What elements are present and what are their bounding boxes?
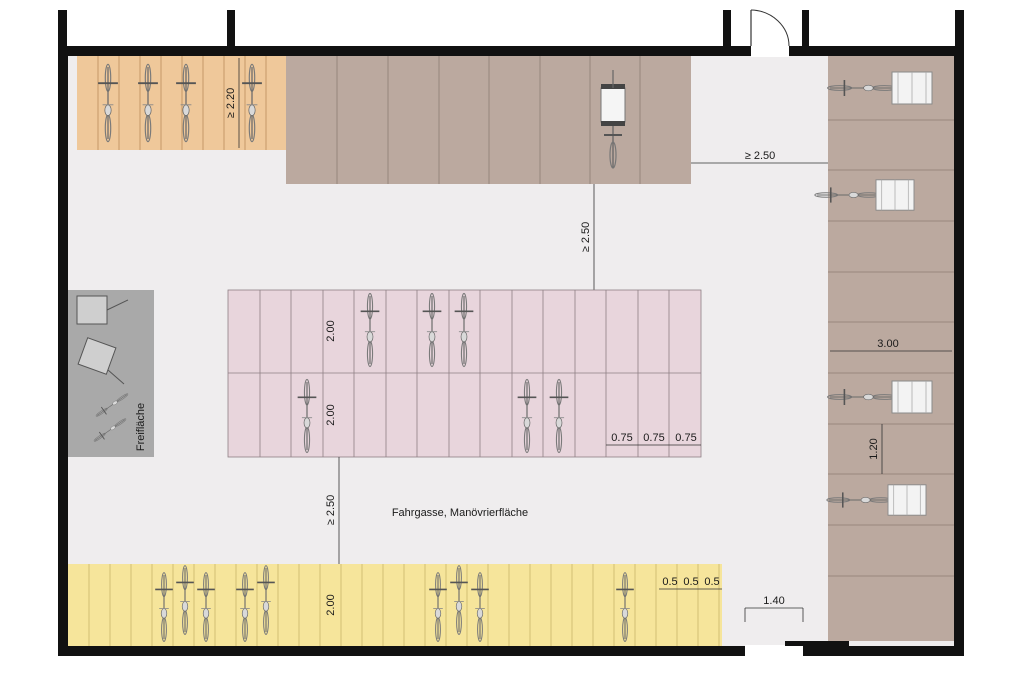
dim-top-left-depth: ≥ 2.20 [225,88,237,119]
wall-stub [227,10,235,50]
door-swing-icon [750,9,790,47]
dim-bottom-slot: 0.5 [662,576,677,588]
aisle-label: Fahrgasse, Manövrierfläche [392,507,528,519]
dim-bottom-slot: 0.5 [683,576,698,588]
dim-central-aisle: ≥ 2.50 [580,184,595,290]
wall-bottom [58,646,964,656]
dim-top-gap: ≥ 2.50 [691,150,828,164]
parking-zone-orange: ≥ 2.20 [77,56,286,150]
dim-center-lower: 2.00 [325,404,337,425]
dim-label: ≥ 2.50 [580,222,592,253]
dim-bottom-row: 2.00 [325,594,337,615]
parking-area [68,564,722,646]
wall-top [58,46,964,56]
parking-zone-taupe-top [286,56,691,184]
parking-zone-taupe-right: 3.00 1.20 [815,56,954,641]
wall-left [58,46,68,656]
parking-zone-yellow: 2.00 0.5 0.5 0.5 [68,564,722,646]
wall-stub [58,10,67,50]
wall-stub [955,10,964,50]
door-leaf [785,641,849,646]
bike-trailer-icon [76,295,129,325]
parking-area [77,56,286,150]
dim-label: ≥ 2.50 [325,495,337,526]
wall-stub [723,10,731,50]
parking-area [286,56,691,184]
wall-stub [802,10,809,50]
parking-area [828,56,954,641]
parking-zone-pink: 2.00 2.00 0.75 0.75 0.75 [227,289,702,458]
dim-center-slot: 0.75 [611,432,632,444]
cargo-bike-icon [600,70,626,169]
bike-trailer-icon [77,337,125,385]
wall-right [954,46,964,656]
door-opening-bottom [745,645,803,657]
dim-lower-aisle: ≥ 2.50 [325,457,340,564]
dim-door-width: 1.40 [744,595,804,622]
free-area-label: Freifläche [135,403,147,451]
door-opening-top [751,45,789,57]
dim-center-upper: 2.00 [325,320,337,341]
dim-label: ≥ 2.50 [745,150,776,162]
dim-right-depth: 3.00 [877,338,898,350]
dim-center-slot: 0.75 [675,432,696,444]
free-area: Freifläche [68,290,154,457]
dim-label: 1.40 [763,595,784,607]
dim-right-slot: 1.20 [868,438,880,459]
dim-center-slot: 0.75 [643,432,664,444]
dim-bottom-slot: 0.5 [704,576,719,588]
